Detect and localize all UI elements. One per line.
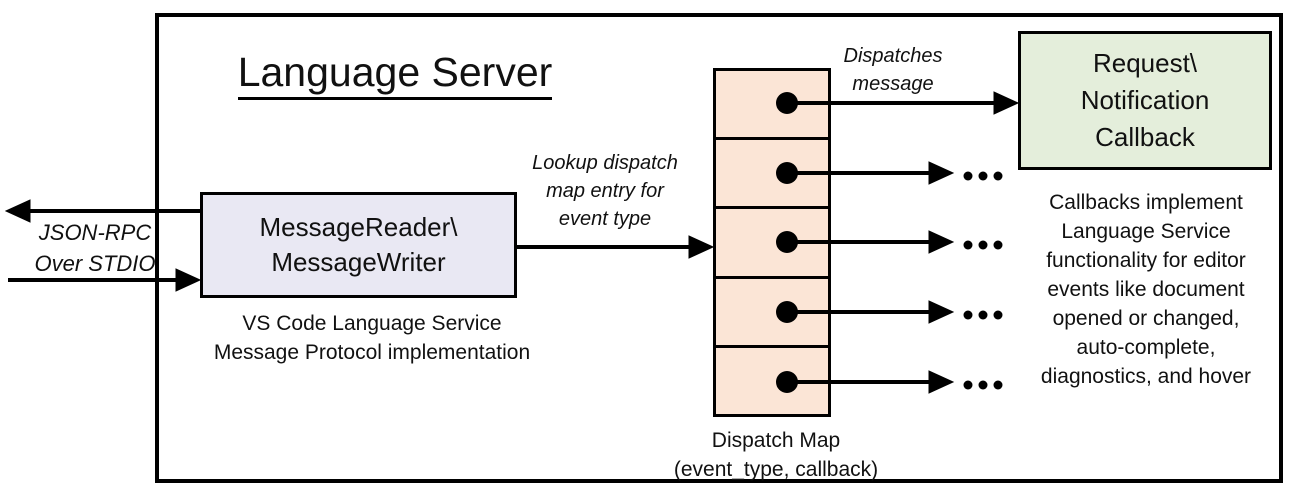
message-box-line1: MessageReader\ — [259, 212, 458, 242]
request-notification-callback-box: Request\ Notification Callback — [1018, 31, 1272, 170]
dispatches-label-line2: message — [852, 73, 934, 95]
callback-description-line3: functionality for editor — [1046, 249, 1246, 272]
dispatch-map-cell — [716, 71, 828, 141]
lookup-label-line2: map entry for — [546, 180, 664, 202]
message-box-line2: MessageWriter — [271, 247, 446, 277]
callback-description-line2: Language Service — [1061, 220, 1231, 243]
lookup-label-line3: event type — [558, 208, 652, 230]
stdio-label: JSON-RPC Over STDIO — [15, 217, 175, 279]
callback-box-line3: Callback — [1095, 122, 1195, 152]
dispatch-map-cell — [716, 209, 828, 279]
dispatches-label-line1: Dispatches — [843, 45, 943, 67]
message-reader-writer-box: MessageReader\ MessageWriter — [200, 192, 517, 298]
callback-box-line1: Request\ — [1092, 48, 1198, 78]
diagram-title: Language Server — [155, 48, 635, 100]
message-box-caption-line1: VS Code Language Service — [242, 312, 502, 335]
callback-box-line2: Notification — [1080, 85, 1210, 115]
callback-description: Callbacks implement Language Service fun… — [1008, 188, 1284, 391]
dispatch-map — [713, 68, 831, 417]
callback-description-line4: events like document — [1047, 278, 1245, 301]
dispatches-message-label: Dispatches message — [808, 42, 978, 98]
callback-description-line1: Callbacks implement — [1049, 191, 1243, 214]
stdio-label-line2: Over STDIO — [34, 251, 156, 276]
callback-description-line6: auto-complete, — [1076, 336, 1216, 359]
diagram-title-text: Language Server — [237, 48, 553, 100]
dispatch-map-caption-line1: Dispatch Map — [711, 429, 841, 452]
callback-description-line7: diagnostics, and hover — [1040, 365, 1252, 388]
dispatch-map-caption-line2: (event_type, callback) — [673, 458, 879, 481]
message-box-caption-line2: Message Protocol implementation — [213, 341, 531, 364]
callback-description-line5: opened or changed, — [1052, 307, 1240, 330]
dispatch-map-cell — [716, 348, 828, 414]
stdio-label-line1: JSON-RPC — [38, 220, 152, 245]
lookup-label-line1: Lookup dispatch — [532, 152, 678, 174]
dispatch-map-caption: Dispatch Map (event_type, callback) — [640, 426, 912, 484]
dispatch-map-cell — [716, 140, 828, 210]
lookup-dispatch-label: Lookup dispatch map entry for event type — [500, 149, 710, 233]
dispatch-map-cell — [716, 279, 828, 348]
message-box-caption: VS Code Language Service Message Protoco… — [172, 309, 572, 367]
